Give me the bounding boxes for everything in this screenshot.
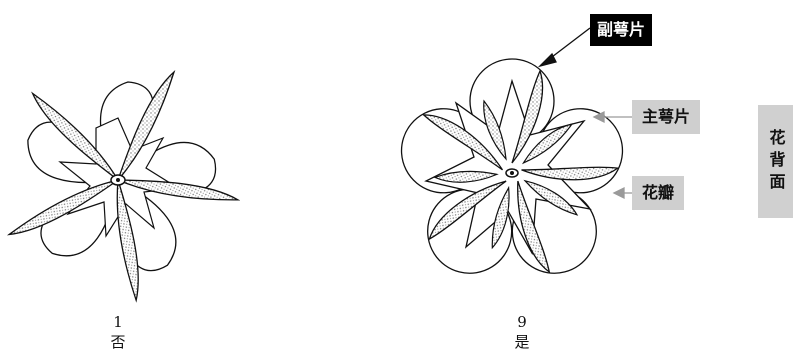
figure-9-number: 9 bbox=[492, 312, 552, 332]
flower-back-tab: 花背面 bbox=[758, 105, 793, 218]
arrow-petal bbox=[614, 188, 624, 198]
figure-1-answer: 否 bbox=[88, 332, 148, 352]
arrow-secondary-calyx bbox=[540, 54, 556, 66]
secondary-calyx-label: 副萼片 bbox=[590, 14, 652, 46]
arrow-primary-calyx bbox=[594, 112, 604, 122]
leader-secondary-calyx bbox=[548, 28, 590, 60]
primary-calyx-label: 主萼片 bbox=[632, 100, 700, 134]
petal-label: 花瓣 bbox=[632, 176, 684, 210]
figure-9-answer: 是 bbox=[492, 332, 552, 352]
figure-9-caption: 9 是 bbox=[492, 312, 552, 352]
figure-1-number: 1 bbox=[88, 312, 148, 332]
figure-1-caption: 1 否 bbox=[88, 312, 148, 352]
